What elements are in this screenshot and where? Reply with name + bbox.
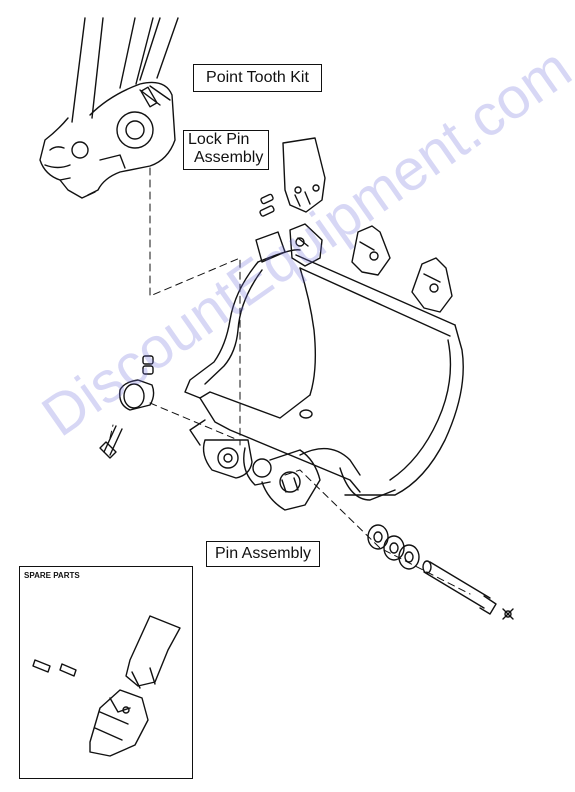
point-tooth-kit-label: Point Tooth Kit: [193, 64, 322, 92]
lock-pin-assembly-label: Lock Pin Assembly: [183, 130, 269, 170]
lock-pins: [259, 193, 275, 217]
leader-lines: [109, 167, 471, 595]
spare-parts-inset: SPARE PARTS: [19, 566, 193, 779]
lock-pin-label-line2: Assembly: [194, 149, 264, 166]
lock-pin-label-line1: Lock Pin: [188, 131, 250, 148]
point-tooth: [282, 137, 326, 213]
spare-parts-label: SPARE PARTS: [24, 571, 80, 580]
spare-parts-drawing: [32, 615, 181, 757]
excavator-arm: [39, 17, 179, 199]
bushing-and-bolt: [99, 355, 155, 459]
pin-assembly-label: Pin Assembly: [206, 541, 320, 567]
pin-assembly: [367, 524, 514, 620]
bucket: [184, 223, 464, 511]
